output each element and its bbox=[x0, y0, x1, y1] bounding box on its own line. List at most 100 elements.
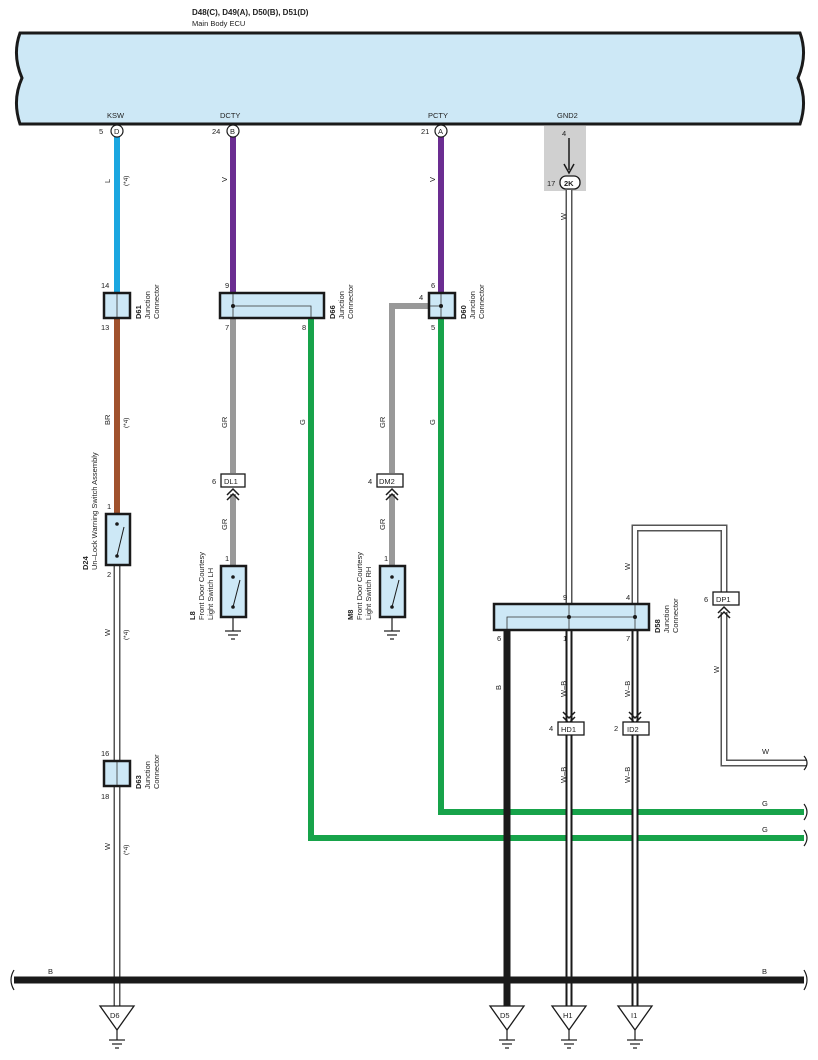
label-v-dcty: V bbox=[220, 177, 229, 182]
connector-d66 bbox=[218, 291, 326, 320]
d66-pin-left: 7 bbox=[225, 323, 229, 332]
dl1-chevron-icon bbox=[226, 487, 240, 501]
bus-splice-i1 bbox=[631, 976, 639, 984]
d58-pin-9: 9 bbox=[563, 593, 567, 602]
d66-splice bbox=[231, 304, 235, 308]
ground-ref-d5: D5 bbox=[488, 1005, 526, 1049]
m8-name1: Front Door Courtesy bbox=[355, 552, 364, 620]
dp1-code: DP1 bbox=[716, 595, 731, 604]
junction-2k-pin: 17 bbox=[547, 179, 555, 188]
dl1-code: DL1 bbox=[224, 477, 238, 486]
ground-ref-d6: D6 bbox=[98, 1005, 136, 1049]
l8-blade bbox=[232, 579, 241, 608]
d24-blade bbox=[116, 526, 125, 557]
l8-code: L8 bbox=[188, 611, 197, 620]
d60-code: D60 bbox=[459, 305, 468, 319]
ground-ref-i1-label: I1 bbox=[631, 1011, 637, 1020]
dp1-chevron-icon bbox=[717, 605, 731, 619]
label-v-pcty: V bbox=[428, 177, 437, 182]
d66-pin-top: 9 bbox=[225, 281, 229, 290]
wire-gr-rh-1 bbox=[389, 303, 429, 473]
label-wb-4: W–B bbox=[623, 767, 632, 783]
dm2-pin: 4 bbox=[368, 477, 372, 486]
dm2-chevron-icon bbox=[385, 487, 399, 501]
d58-pin-7: 7 bbox=[626, 634, 630, 643]
label-g-d66: G bbox=[298, 419, 307, 425]
d58-code: D58 bbox=[653, 619, 662, 633]
ksw-pin-circle bbox=[110, 124, 124, 138]
d66-desc2: Connector bbox=[346, 284, 355, 319]
label-note-l: (*4) bbox=[123, 176, 130, 186]
label-g-lower-right: G bbox=[762, 825, 768, 834]
d61-desc2: Connector bbox=[152, 284, 161, 319]
d63-pin-top: 16 bbox=[101, 749, 109, 758]
d66-code: D66 bbox=[328, 305, 337, 319]
d58-desc1: Junction bbox=[662, 605, 671, 633]
ground-ref-i1: I1 bbox=[616, 1005, 654, 1049]
d63-pin-bottom: 18 bbox=[101, 792, 109, 801]
d60-pin-top: 6 bbox=[431, 281, 435, 290]
ecu-connector-codes: D48(C), D49(A), D50(B), D51(D) bbox=[192, 8, 309, 17]
label-note-w1: (*4) bbox=[123, 630, 130, 640]
label-w-dp1: W bbox=[712, 665, 721, 673]
d24-pin-bottom: 2 bbox=[107, 570, 111, 579]
m8-pin: 1 bbox=[384, 554, 388, 563]
switch-l8 bbox=[219, 564, 248, 619]
d58-desc2: Connector bbox=[671, 598, 680, 633]
d61-code: D61 bbox=[134, 305, 143, 319]
bus-break-left bbox=[10, 969, 15, 991]
ground-ref-d5-label: D5 bbox=[500, 1011, 510, 1020]
ecu-name: Main Body ECU bbox=[192, 19, 245, 28]
label-l: L bbox=[103, 179, 112, 183]
d24-contact-top bbox=[115, 522, 119, 526]
d58-splice-a bbox=[567, 615, 571, 619]
d61-pin-bottom: 13 bbox=[101, 323, 109, 332]
dcty-pin-circle bbox=[226, 124, 240, 138]
wire-g-lower bbox=[308, 318, 804, 841]
d24-pin-top: 1 bbox=[107, 502, 111, 511]
w-break bbox=[803, 755, 808, 771]
label-wb-2: W–B bbox=[623, 681, 632, 697]
label-g-d60: G bbox=[428, 419, 437, 425]
m8-ground-icon bbox=[384, 630, 400, 640]
label-gr-rh: GR bbox=[378, 416, 387, 428]
hd1-code: HD1 bbox=[561, 725, 576, 734]
d58-pin-6: 6 bbox=[497, 634, 501, 643]
d66-desc1: Junction bbox=[337, 291, 346, 319]
d63-desc2: Connector bbox=[152, 754, 161, 789]
pcty-pin-connector: A bbox=[438, 127, 443, 136]
label-w-d63: W bbox=[103, 842, 112, 850]
dl1-pin: 6 bbox=[212, 477, 216, 486]
junction-2k bbox=[559, 175, 581, 190]
ksw-pin-name: KSW bbox=[107, 111, 125, 120]
d61-desc1: Junction bbox=[143, 291, 152, 319]
connector-dl1 bbox=[220, 473, 246, 488]
label-b-d58: B bbox=[494, 685, 503, 690]
m8-code: M8 bbox=[346, 610, 355, 620]
connector-dm2 bbox=[376, 473, 404, 488]
bus-splice-d6 bbox=[113, 976, 121, 984]
gnd2-arrow-head bbox=[563, 163, 575, 175]
m8-contact-top bbox=[390, 575, 394, 579]
label-w-gnd2: W bbox=[559, 212, 568, 220]
switch-d24 bbox=[104, 512, 132, 567]
l8-ground-icon bbox=[225, 630, 241, 640]
d66-internal bbox=[232, 294, 312, 317]
d58-internal-left bbox=[506, 605, 570, 629]
label-wb-3: W–B bbox=[559, 767, 568, 783]
dcty-pin-number: 24 bbox=[212, 127, 220, 136]
dcty-pin-name: DCTY bbox=[220, 111, 240, 120]
label-gr-rh-2: GR bbox=[378, 518, 387, 530]
label-gr-lh-2: GR bbox=[220, 518, 229, 530]
dp1-pin: 6 bbox=[704, 595, 708, 604]
pcty-pin-name: PCTY bbox=[428, 111, 448, 120]
ksw-pin-number: 5 bbox=[99, 127, 103, 136]
d24-code: D24 bbox=[81, 555, 90, 570]
d24-name: Un–Lock Warning Switch Assembly bbox=[90, 452, 99, 570]
pcty-pin-number: 21 bbox=[421, 127, 429, 136]
ground-ref-d6-label: D6 bbox=[110, 1011, 120, 1020]
d60-splice bbox=[439, 304, 443, 308]
pcty-pin-circle bbox=[434, 124, 448, 138]
g-upper-break bbox=[803, 803, 808, 821]
